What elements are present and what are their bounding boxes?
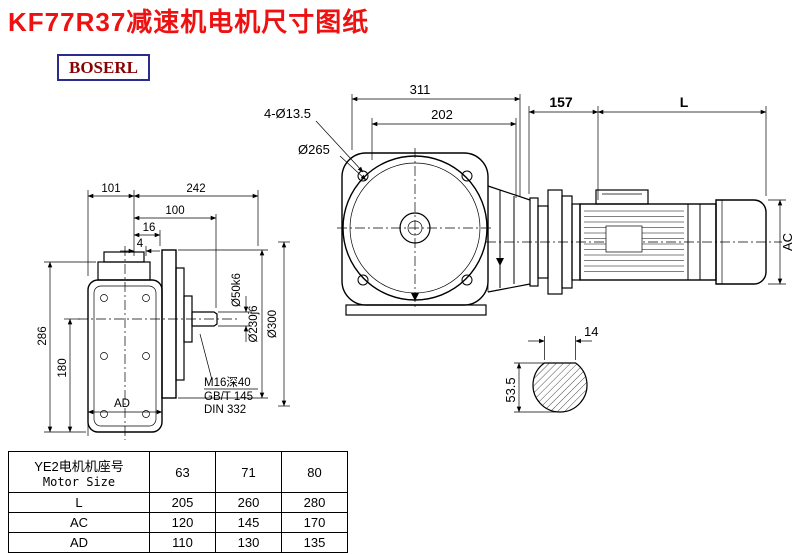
dim-16: 16 xyxy=(143,222,156,234)
table-header-row: YE2电机机座号 Motor Size 63 71 80 xyxy=(8,451,348,493)
output-shaft xyxy=(191,311,218,327)
value-AD-63: 110 xyxy=(149,532,216,553)
fan-cowl xyxy=(715,199,767,285)
dim-mount-holes: 4-Ø13.5 xyxy=(264,106,311,121)
frame-size-71: 71 xyxy=(215,451,282,493)
motor-size-label-cn: YE2电机机座号 xyxy=(34,458,124,474)
output-flange xyxy=(161,249,177,399)
base-foot xyxy=(345,304,487,316)
dim-4: 4 xyxy=(137,238,144,250)
dim-242: 242 xyxy=(186,183,205,195)
logo-box: BOSERL xyxy=(57,54,150,81)
table-header-motor-size: YE2电机机座号 Motor Size xyxy=(8,451,150,493)
note-tapped-hole: M16深40 xyxy=(204,375,251,389)
value-AC-63: 120 xyxy=(149,512,216,533)
dim-311: 311 xyxy=(410,82,431,97)
shaft-section xyxy=(532,362,588,413)
logo-text: BOSERL xyxy=(69,58,138,77)
dim-L: L xyxy=(680,94,689,110)
dim-202: 202 xyxy=(431,107,453,122)
note-din332: DIN 332 xyxy=(204,404,246,416)
nameplate xyxy=(605,225,643,253)
dim-14: 14 xyxy=(584,324,598,339)
dim-286: 286 xyxy=(37,326,49,345)
dim-spigot-diameter: Ø230j6 xyxy=(248,305,260,342)
bolt-hole xyxy=(100,294,108,302)
motor-size-label-en: Motor Size xyxy=(42,474,116,489)
terminal-box xyxy=(595,189,649,205)
dim-180: 180 xyxy=(57,358,69,377)
surface-finish-mark xyxy=(411,293,419,301)
note-gbt145: GB/T 145 xyxy=(204,391,253,403)
value-AD-80: 135 xyxy=(281,532,348,553)
value-L-80: 280 xyxy=(281,492,348,513)
mount-hole xyxy=(357,170,369,182)
value-AD-71: 130 xyxy=(215,532,282,553)
dim-100: 100 xyxy=(165,205,184,217)
dim-flange-diameter: Ø300 xyxy=(267,310,279,338)
dim-157: 157 xyxy=(549,94,573,110)
front-view: 311 202 4-Ø13.5 Ø265 xyxy=(264,82,531,316)
dim-shaft-diameter: Ø50k6 xyxy=(231,273,243,307)
page-title: KF77R37减速机电机尺寸图纸 xyxy=(8,7,370,37)
row-label-AD: AD xyxy=(8,532,150,553)
side-view: 101 242 100 16 4 286 180 AD Ø50k6 Ø230j6… xyxy=(37,183,290,440)
motor-size-table: YE2电机机座号 Motor Size 63 71 80 L 205 260 2… xyxy=(8,451,348,553)
motor-view: 157 L AC xyxy=(486,94,795,295)
row-label-AC: AC xyxy=(8,512,150,533)
dim-AD: AD xyxy=(114,398,130,410)
dim-53-5: 53.5 xyxy=(503,377,518,402)
table-row-AC: AC 120 145 170 xyxy=(8,512,348,533)
dim-AC: AC xyxy=(780,233,795,251)
frame-size-80: 80 xyxy=(281,451,348,493)
value-AC-80: 170 xyxy=(281,512,348,533)
table-row-L: L 205 260 280 xyxy=(8,492,348,513)
shaft-section-view: 14 53.5 xyxy=(503,324,598,413)
row-label-L: L xyxy=(8,492,150,513)
dim-101: 101 xyxy=(101,183,120,195)
dim-phi265: Ø265 xyxy=(298,142,330,157)
value-L-63: 205 xyxy=(149,492,216,513)
frame-size-63: 63 xyxy=(149,451,216,493)
value-L-71: 260 xyxy=(215,492,282,513)
value-AC-71: 145 xyxy=(215,512,282,533)
table-row-AD: AD 110 130 135 xyxy=(8,532,348,553)
